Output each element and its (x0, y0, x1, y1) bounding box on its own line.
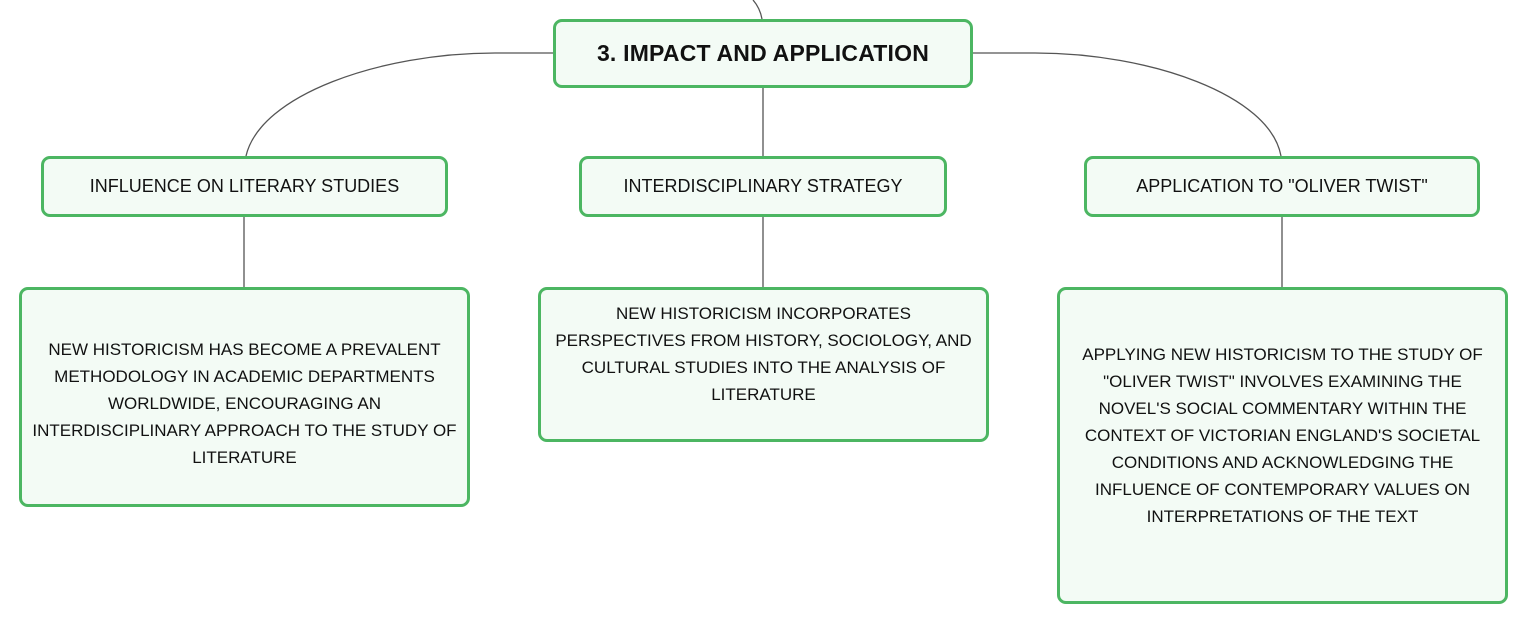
detail-node-interdisciplinary[interactable]: NEW HISTORICISM INCORPORATES PERSPECTIVE… (538, 287, 989, 442)
branch-node-label: INTERDISCIPLINARY STRATEGY (623, 176, 903, 196)
root-node[interactable]: 3. IMPACT AND APPLICATION (553, 19, 973, 88)
branch-node-oliver-twist[interactable]: APPLICATION TO "OLIVER TWIST" (1084, 156, 1480, 217)
branch-node-label: APPLICATION TO "OLIVER TWIST" (1136, 176, 1428, 196)
connector-root-to-oliver (973, 52, 1282, 157)
branch-node-interdisciplinary[interactable]: INTERDISCIPLINARY STRATEGY (579, 156, 947, 217)
connector-from-parent (752, 0, 763, 20)
branch-node-influence[interactable]: INFLUENCE ON LITERARY STUDIES (41, 156, 448, 217)
detail-node-text: NEW HISTORICISM HAS BECOME A PREVALENT M… (32, 339, 457, 467)
root-node-label: 3. IMPACT AND APPLICATION (596, 40, 930, 66)
detail-node-influence[interactable]: NEW HISTORICISM HAS BECOME A PREVALENT M… (19, 287, 470, 507)
connector-root-to-influence (245, 52, 553, 157)
branch-node-label: INFLUENCE ON LITERARY STUDIES (89, 176, 400, 196)
detail-node-text: NEW HISTORICISM INCORPORATES PERSPECTIVE… (555, 303, 972, 404)
detail-node-oliver-twist[interactable]: APPLYING NEW HISTORICISM TO THE STUDY OF… (1057, 287, 1508, 604)
detail-node-text: APPLYING NEW HISTORICISM TO THE STUDY OF… (1082, 345, 1483, 526)
